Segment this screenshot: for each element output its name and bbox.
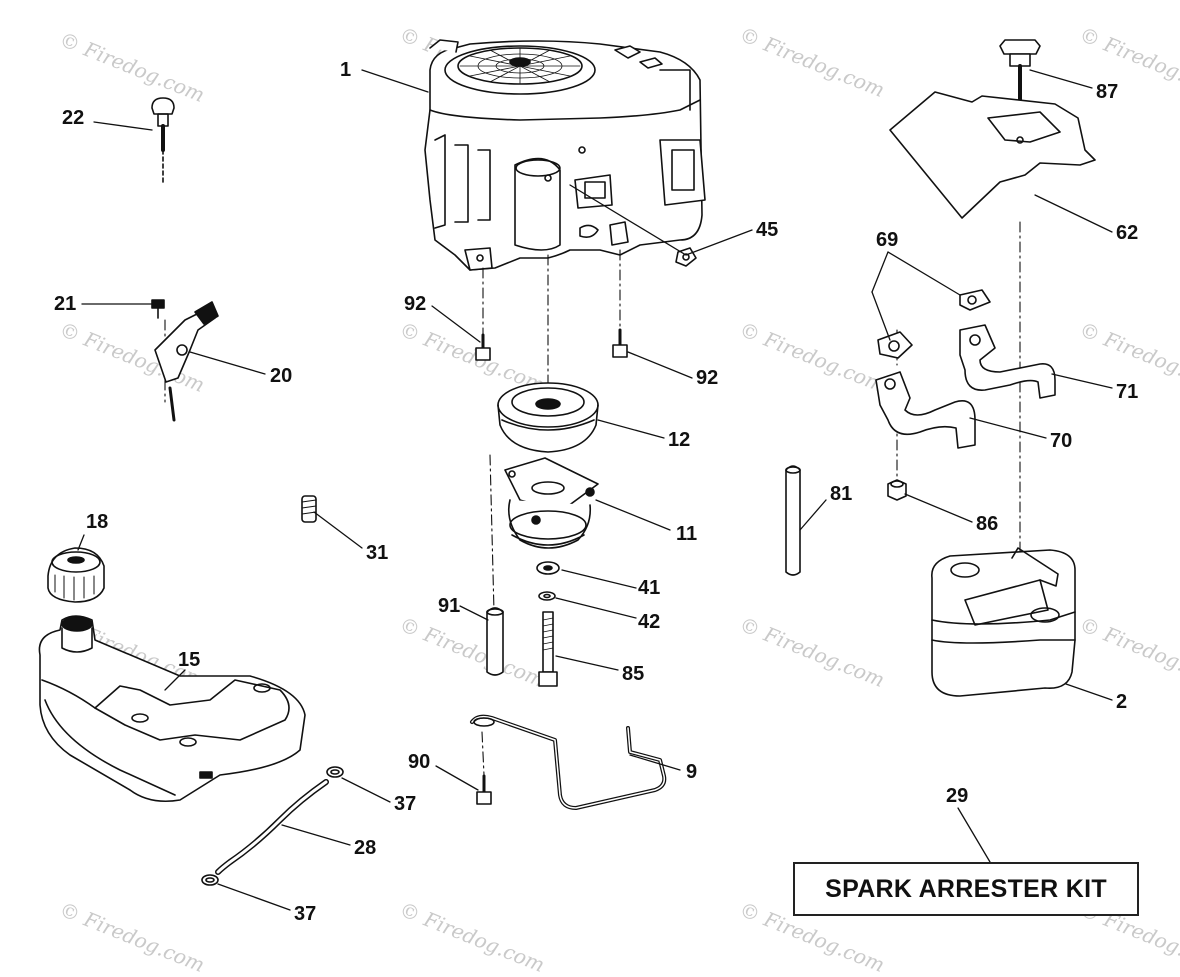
callout-number: 9 <box>686 761 698 783</box>
callout-number: 29 <box>946 785 969 807</box>
callout-number: 31 <box>366 542 389 564</box>
callout-number: 18 <box>86 511 109 533</box>
clutch-part <box>504 457 599 549</box>
leader-lines <box>77 69 1113 911</box>
rod-part <box>470 714 667 810</box>
callout-number: 20 <box>270 365 293 387</box>
engine-part <box>424 39 706 271</box>
fuel-cap-part <box>47 547 105 603</box>
callout-number: 70 <box>1050 430 1073 452</box>
callout-number: 86 <box>976 513 999 535</box>
callout-number: 62 <box>1116 222 1139 244</box>
callout-number: 28 <box>354 837 377 859</box>
callout-number: 92 <box>696 367 719 389</box>
fuel-tank-part <box>38 615 306 803</box>
callout-number: 22 <box>62 107 85 129</box>
callout-number: 87 <box>1096 81 1119 103</box>
spacer-part <box>486 607 504 676</box>
exhaust-pipe-part <box>875 371 976 449</box>
spring-part <box>301 495 317 523</box>
bolt-part <box>475 333 491 361</box>
tube-part <box>785 465 801 576</box>
callout-number: 92 <box>404 293 427 315</box>
callout-number: 41 <box>638 577 661 599</box>
callout-number: 11 <box>676 523 698 545</box>
gasket-part <box>877 331 913 359</box>
callout-number: 81 <box>830 483 853 505</box>
choke-knob-part <box>151 97 175 186</box>
clamp-part <box>201 874 219 886</box>
washer-part <box>538 591 556 601</box>
fuel-hose-part <box>215 779 329 875</box>
callout-number: 2 <box>1116 691 1128 713</box>
callout-number: 1 <box>340 59 352 81</box>
callout-number: 90 <box>408 751 431 773</box>
heat-shield-part <box>889 91 1096 219</box>
callout-number: 21 <box>54 293 77 315</box>
bolt-part <box>476 774 492 805</box>
callout-number: 45 <box>756 219 779 241</box>
callout-number: 12 <box>668 429 691 451</box>
knob-part <box>999 39 1041 107</box>
gasket-part <box>959 289 991 311</box>
muffler-part <box>931 547 1076 697</box>
bolt-part <box>612 328 628 358</box>
throttle-control-part <box>151 299 219 422</box>
clamp-part <box>326 766 344 778</box>
callout-number: 91 <box>438 595 461 617</box>
callout-number: 42 <box>638 611 661 633</box>
pulley-part <box>497 382 599 453</box>
washer-part <box>536 561 560 575</box>
callout-number: 85 <box>622 663 645 685</box>
callout-number: 71 <box>1116 381 1139 403</box>
exhaust-pipe-part <box>959 324 1056 399</box>
spark-arrester-kit-label: SPARK ARRESTER KIT <box>793 862 1139 916</box>
callout-number: 37 <box>394 793 417 815</box>
bolt-part <box>538 611 558 687</box>
callout-number: 15 <box>178 649 201 671</box>
callout-number: 37 <box>294 903 317 925</box>
callout-number: 69 <box>876 229 899 251</box>
nut-part <box>887 479 907 501</box>
